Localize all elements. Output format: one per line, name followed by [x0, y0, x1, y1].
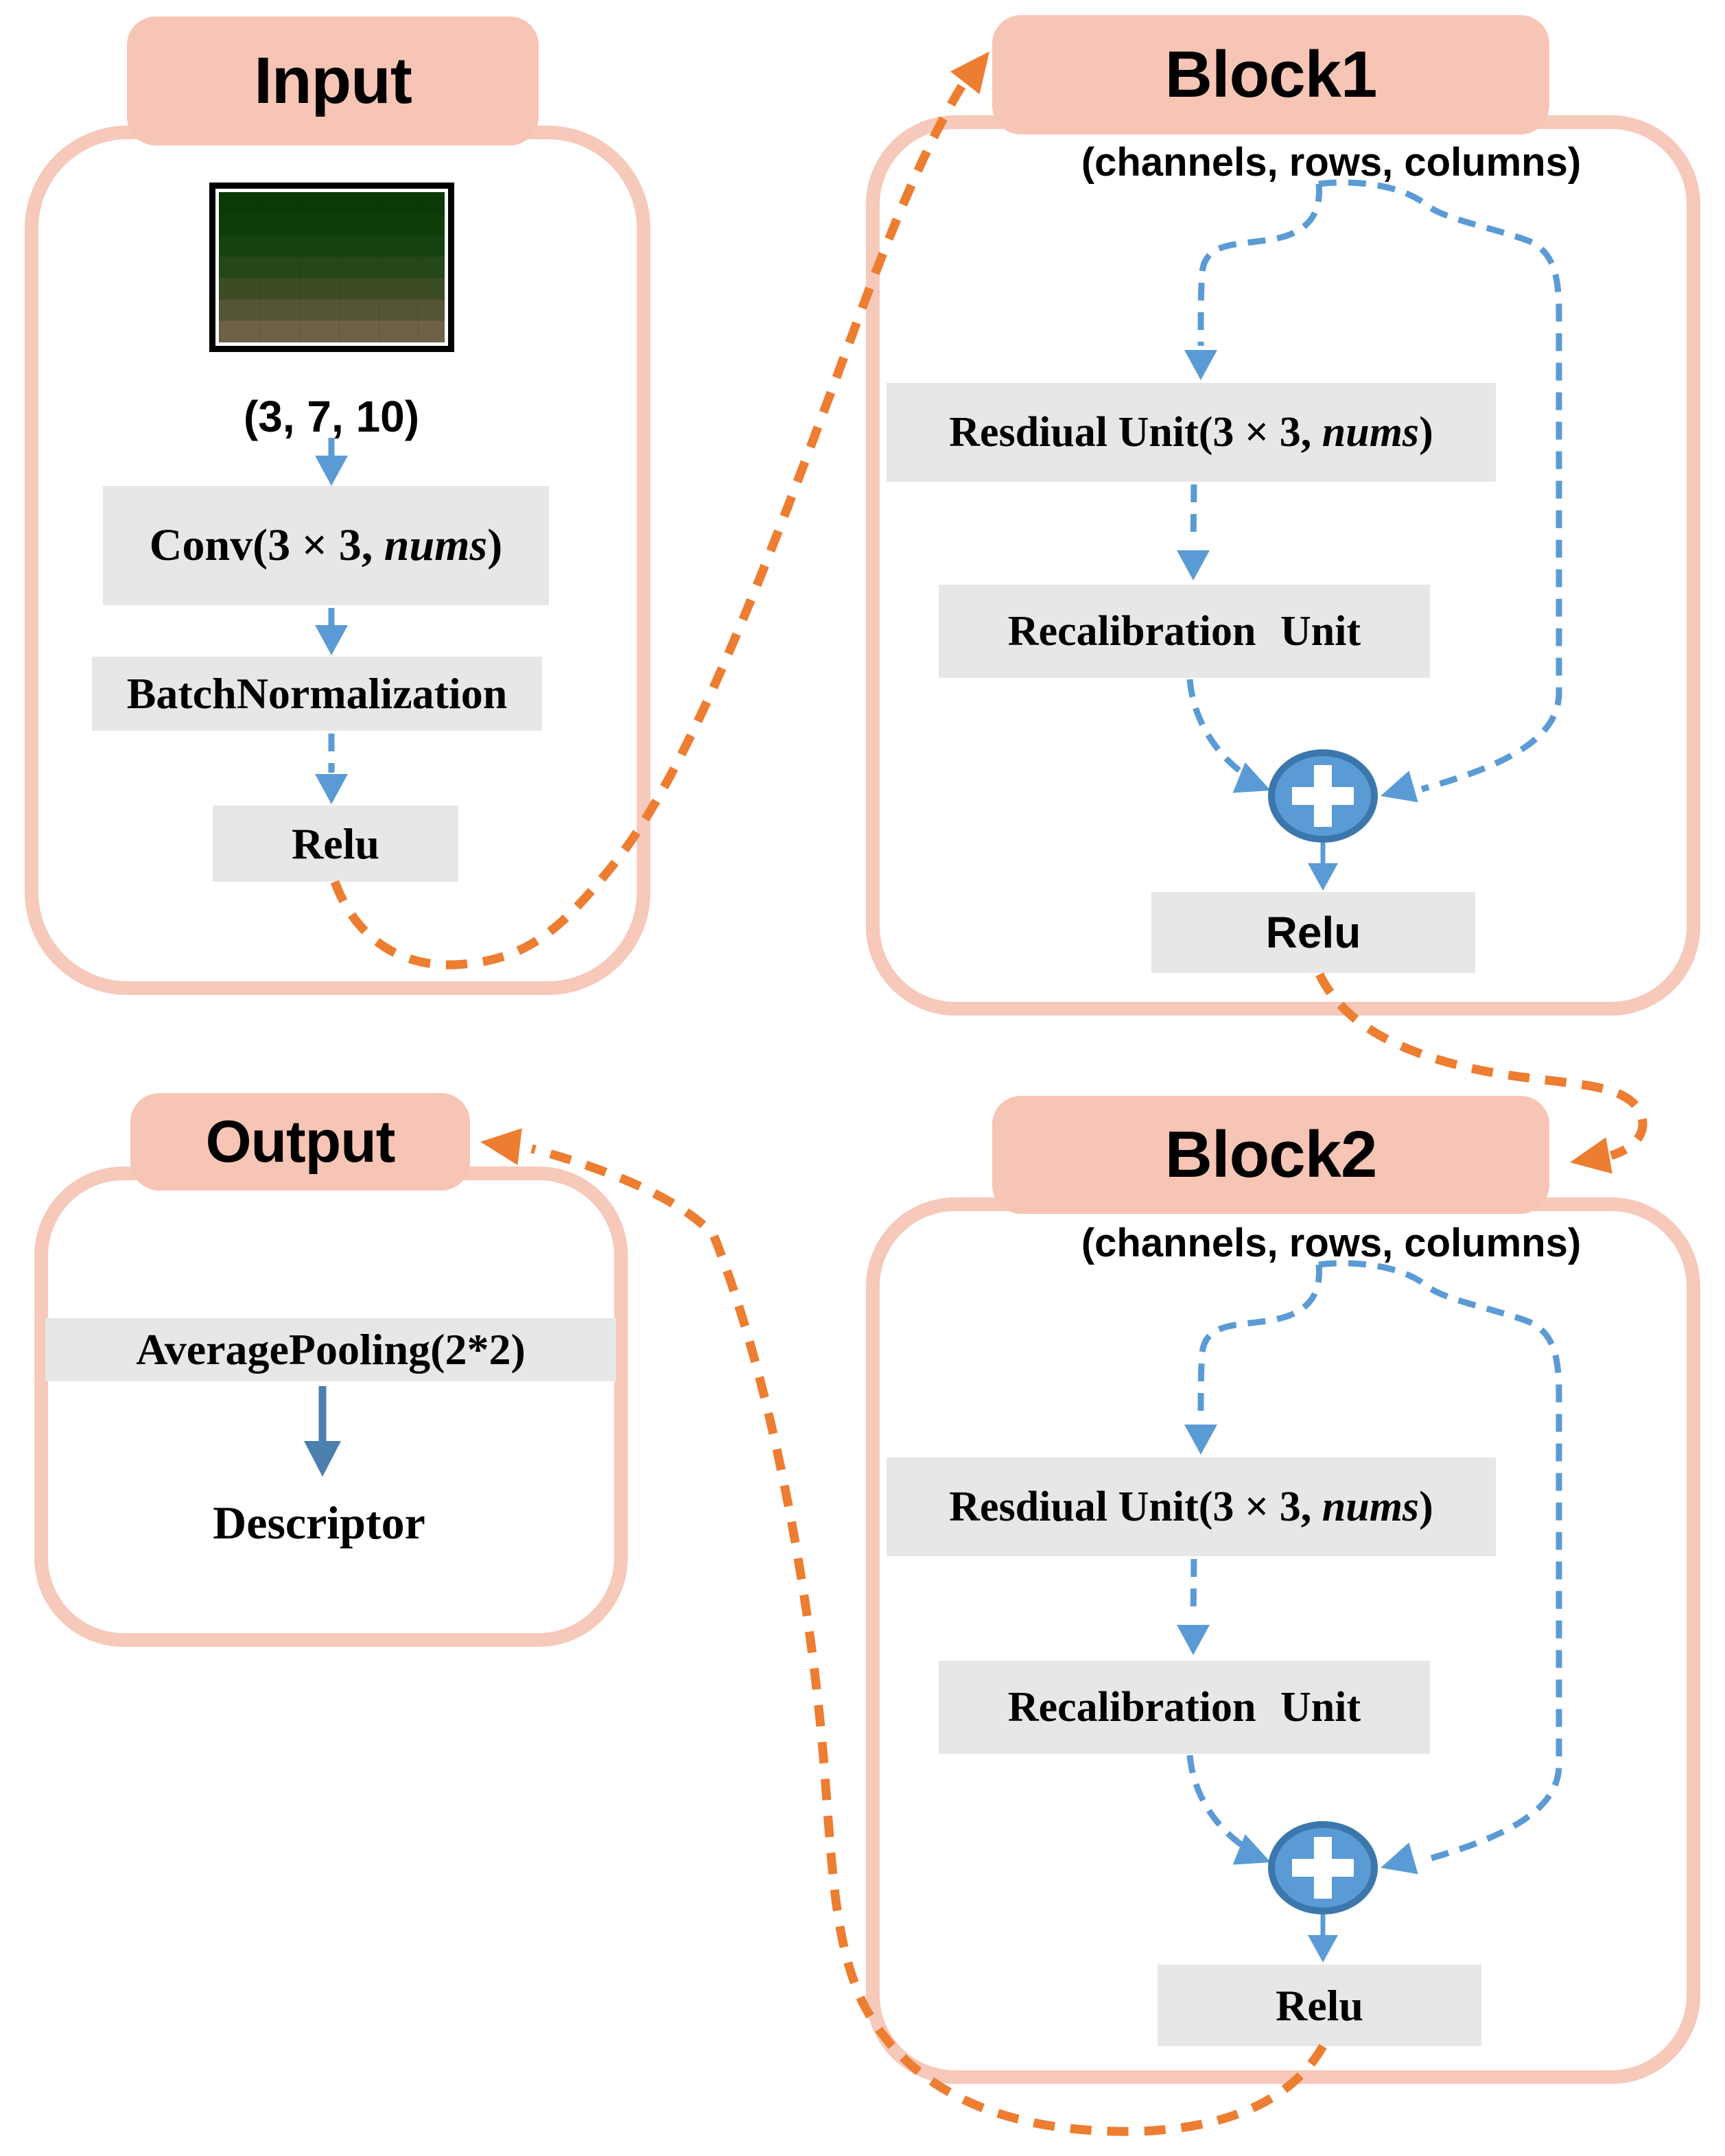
descriptor-label: Descriptor [213, 1497, 425, 1549]
block1-subtitle: (channels, rows, columns) [1081, 140, 1582, 185]
block1-recalibration-box: Recalibration Unit [939, 585, 1430, 678]
block2-residual-box: Resdiual Unit(3 × 3, nums) [887, 1457, 1496, 1556]
avgpool-label: AveragePooling(2*2) [136, 1325, 526, 1374]
block2-header: Block2 [992, 1096, 1549, 1214]
conv-label: Conv(3 × 3, nums) [149, 520, 503, 570]
block1-relu-box: Relu [1151, 892, 1475, 973]
input-relu-box: Relu [213, 806, 458, 882]
block1-relu-label: Relu [1265, 908, 1361, 957]
block2-relu-label: Relu [1276, 1980, 1363, 2030]
block2-subtitle: (channels, rows, columns) [1081, 1221, 1582, 1265]
batchnorm-label: BatchNormalization [126, 669, 508, 718]
block2-title: Block2 [1164, 1118, 1378, 1191]
input-relu-label: Relu [292, 819, 379, 868]
batchnorm-box: BatchNormalization [92, 657, 542, 731]
conv-box: Conv(3 × 3, nums) [103, 486, 549, 605]
block2-container [866, 1197, 1700, 2084]
avgpool-box: AveragePooling(2*2) [45, 1318, 616, 1381]
field-photo-bands [219, 192, 445, 342]
block1-recalibration-label: Recalibration Unit [1007, 607, 1361, 655]
arrowhead-icon [480, 1128, 522, 1165]
input-image [209, 183, 454, 352]
input-header: Input [127, 16, 539, 145]
block2-relu-box: Relu [1158, 1965, 1481, 2046]
output-container [34, 1167, 628, 1647]
arrowhead-icon [1570, 1137, 1612, 1174]
block1-residual-box: Resdiual Unit(3 × 3, nums) [887, 383, 1496, 482]
block1-header: Block1 [992, 15, 1549, 134]
block1-title: Block1 [1164, 38, 1378, 111]
block2-recalibration-label: Recalibration Unit [1007, 1683, 1361, 1731]
block2-residual-label: Resdiual Unit(3 × 3, nums) [949, 1483, 1433, 1530]
input-shape-label: (3, 7, 10) [243, 392, 420, 441]
output-title: Output [205, 1108, 396, 1175]
block2-recalibration-box: Recalibration Unit [939, 1661, 1430, 1754]
block1-container [866, 115, 1700, 1016]
block1-residual-label: Resdiual Unit(3 × 3, nums) [949, 408, 1433, 456]
input-title: Input [254, 44, 412, 117]
output-header: Output [130, 1093, 470, 1191]
